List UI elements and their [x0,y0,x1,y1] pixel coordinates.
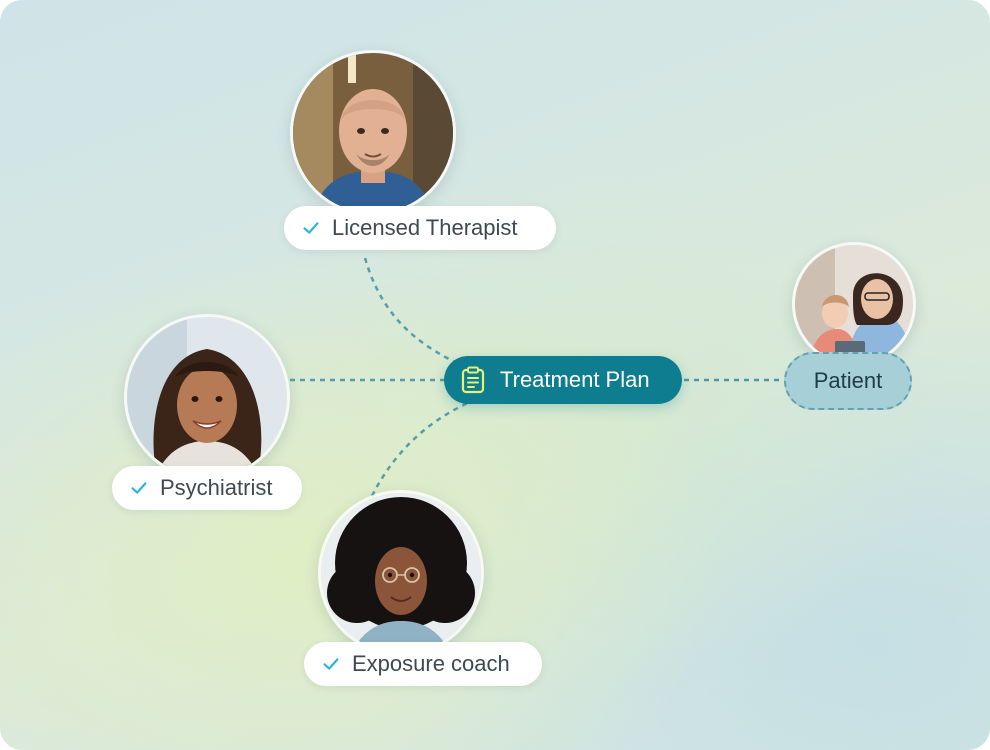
check-icon [131,482,147,494]
role-label: Psychiatrist [160,475,273,500]
role-label: Licensed Therapist [332,215,518,240]
role-pill-exposure-coach: Exposure coach [304,642,542,686]
role-pill-therapist: Licensed Therapist [284,206,556,250]
check-icon [303,222,319,234]
patient-node: Patient [784,352,912,410]
exposure-coach-avatar [318,490,484,656]
therapist-avatar [290,50,456,216]
psychiatrist-avatar [124,314,290,480]
patient-label: Patient [813,368,883,393]
treatment-plan-node: Treatment Plan [444,356,682,404]
connector-therapist [363,257,456,364]
patient-avatar [792,242,916,366]
connector-coach [370,400,471,497]
check-icon [323,658,339,670]
role-label: Exposure coach [352,651,510,676]
clipboard-icon [461,366,485,394]
treatment-plan-label: Treatment Plan [500,367,650,392]
role-pill-psychiatrist: Psychiatrist [112,466,302,510]
